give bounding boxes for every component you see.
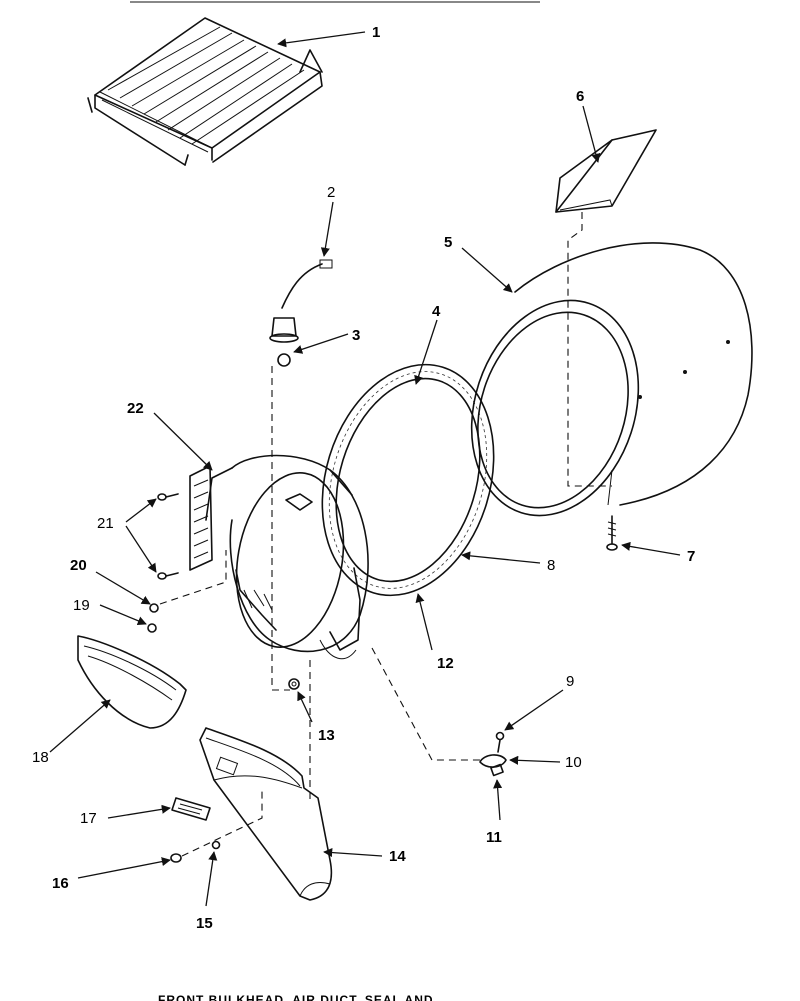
part-3-sensor <box>269 317 299 367</box>
part-18-housing <box>77 635 187 729</box>
part-6-baffle <box>555 129 657 213</box>
part-7-bolt <box>606 515 618 551</box>
callout-10-label: 10 <box>565 754 582 771</box>
guide-line-3-to-13 <box>271 366 290 691</box>
part-2-wire <box>281 259 333 309</box>
callout-12-label: 12 <box>437 655 454 672</box>
callout-8: 8 <box>461 551 555 574</box>
callout-13: 13 <box>297 691 335 744</box>
callout-8-label: 8 <box>547 557 555 574</box>
callout-17-label: 17 <box>80 810 97 827</box>
part-16-fastener <box>170 853 182 863</box>
callout-22-label: 22 <box>127 400 144 417</box>
guide-line-20 <box>159 550 227 605</box>
callout-18-label: 18 <box>32 749 49 766</box>
callout-15-label: 15 <box>196 915 213 932</box>
part-14-air-duct <box>199 727 333 901</box>
callout-20-label: 20 <box>70 557 87 574</box>
part-1-drying-rack <box>87 17 323 166</box>
callout-13-label: 13 <box>318 727 335 744</box>
part-19-fastener <box>147 623 157 633</box>
callout-6-label: 6 <box>576 88 584 105</box>
part-21-screws <box>157 493 179 580</box>
callout-1: 1 <box>277 24 380 48</box>
callout-5: 5 <box>444 234 513 293</box>
guide-line-6-to-5 <box>567 212 612 487</box>
callout-16-label: 16 <box>52 875 69 892</box>
guide-line-16 <box>181 790 263 857</box>
callout-5-label: 5 <box>444 234 452 251</box>
part-22-bracket <box>189 465 213 571</box>
guide-line-bulkhead-to-10 <box>371 647 482 761</box>
callout-1-label: 1 <box>372 24 380 41</box>
part-17-label-plate <box>171 797 211 821</box>
part-front-bulkhead <box>205 454 369 660</box>
callout-22: 22 <box>127 400 213 471</box>
callout-20: 20 <box>70 557 151 605</box>
callout-11-label: 11 <box>486 829 502 846</box>
part-4-seal-ring <box>321 363 495 597</box>
callout-15: 15 <box>196 851 218 932</box>
callout-4: 4 <box>414 303 441 385</box>
callout-9: 9 <box>504 673 574 731</box>
callout-2: 2 <box>320 184 335 257</box>
part-20-fastener <box>149 603 159 613</box>
callout-7: 7 <box>621 541 695 565</box>
callout-21-label: 21 <box>97 515 114 532</box>
callout-2-label: 2 <box>327 184 335 201</box>
part-10-clip <box>479 754 507 768</box>
callout-3: 3 <box>293 327 360 354</box>
part-15-fastener <box>211 840 221 850</box>
callout-16: 16 <box>52 857 171 892</box>
callout-6: 6 <box>576 88 601 163</box>
callout-12: 12 <box>415 593 454 672</box>
callout-14: 14 <box>323 848 406 865</box>
diagram-caption: FRONT BULKHEAD, AIR DUCT, SEAL AND ... <box>158 993 451 1001</box>
callout-9-label: 9 <box>566 673 574 690</box>
callout-18: 18 <box>32 699 111 766</box>
callout-14-label: 14 <box>389 848 406 865</box>
callout-19-label: 19 <box>73 597 90 614</box>
callout-21: 21 <box>97 498 157 573</box>
part-5-drum <box>470 242 753 517</box>
callout-4-label: 4 <box>432 303 441 320</box>
part-11-spacer <box>490 763 504 777</box>
part-13-fastener <box>288 678 300 690</box>
callout-7-label: 7 <box>687 548 695 565</box>
callout-3-label: 3 <box>352 327 360 344</box>
callout-11: 11 <box>486 779 503 846</box>
part-9-screw <box>495 731 505 753</box>
callout-19: 19 <box>73 597 147 626</box>
callout-17: 17 <box>80 804 171 827</box>
callout-10: 10 <box>509 754 582 771</box>
